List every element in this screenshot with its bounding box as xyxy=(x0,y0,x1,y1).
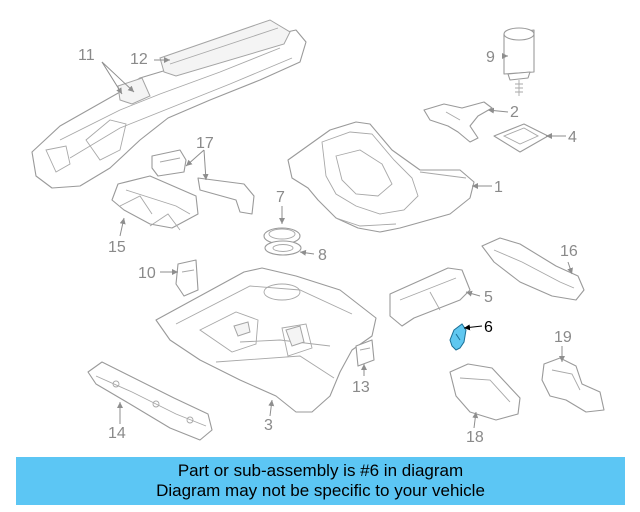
callout-18: 18 xyxy=(466,429,484,446)
callout-11: 11 xyxy=(78,47,95,64)
callout-2: 2 xyxy=(510,104,519,121)
part-crossmember-5[interactable] xyxy=(389,267,471,327)
part-bracket-6-highlighted[interactable] xyxy=(449,323,467,351)
part-bracket-10[interactable] xyxy=(175,259,199,297)
banner-line-disclaimer: Diagram may not be specific to your vehi… xyxy=(156,481,485,500)
part-bracket-13[interactable] xyxy=(355,339,375,367)
part-panel-19[interactable] xyxy=(541,357,605,413)
callout-10: 10 xyxy=(138,265,156,282)
parts-diagram: 11 12 9 2 4 17 1 7 15 8 16 10 5 6 19 13 … xyxy=(31,19,605,446)
callout-8: 8 xyxy=(318,247,327,264)
callout-12: 12 xyxy=(130,51,148,68)
part-mount-15[interactable] xyxy=(111,175,199,231)
part-rail-16[interactable] xyxy=(481,237,585,301)
callout-13: 13 xyxy=(352,379,370,396)
leader-lines xyxy=(101,53,573,429)
part-shield-18[interactable] xyxy=(449,363,521,421)
part-sill-14[interactable] xyxy=(87,361,213,441)
info-banner: Part or sub-assembly is #6 in diagram Di… xyxy=(16,457,625,505)
part-grommet-8[interactable] xyxy=(264,240,302,256)
callout-7: 7 xyxy=(276,189,285,206)
callout-1: 1 xyxy=(494,179,503,196)
callout-16: 16 xyxy=(560,243,578,260)
part-rear-bracket-17[interactable] xyxy=(151,149,255,215)
part-plate-4[interactable] xyxy=(493,123,549,153)
part-spare-wheel-well-1[interactable] xyxy=(287,121,475,233)
part-plug-7[interactable] xyxy=(263,227,301,245)
callout-19: 19 xyxy=(554,329,572,346)
callout-numbers: 11 12 9 2 4 17 1 7 15 8 16 10 5 6 19 13 … xyxy=(78,47,578,446)
part-side-member-rail[interactable] xyxy=(31,19,307,189)
banner-line-part-number: Part or sub-assembly is #6 in diagram xyxy=(177,461,464,480)
part-bracket-2[interactable] xyxy=(423,101,493,143)
callout-17: 17 xyxy=(196,135,214,152)
callout-6-highlighted: 6 xyxy=(484,319,493,336)
callout-15: 15 xyxy=(108,239,126,256)
part-floor-pan-3[interactable] xyxy=(155,267,377,413)
callout-4: 4 xyxy=(568,129,577,146)
callout-9: 9 xyxy=(486,49,495,66)
callout-5: 5 xyxy=(484,289,493,306)
part-shock-absorber-9[interactable] xyxy=(503,27,535,96)
callout-3: 3 xyxy=(264,417,273,434)
callout-14: 14 xyxy=(108,425,126,442)
